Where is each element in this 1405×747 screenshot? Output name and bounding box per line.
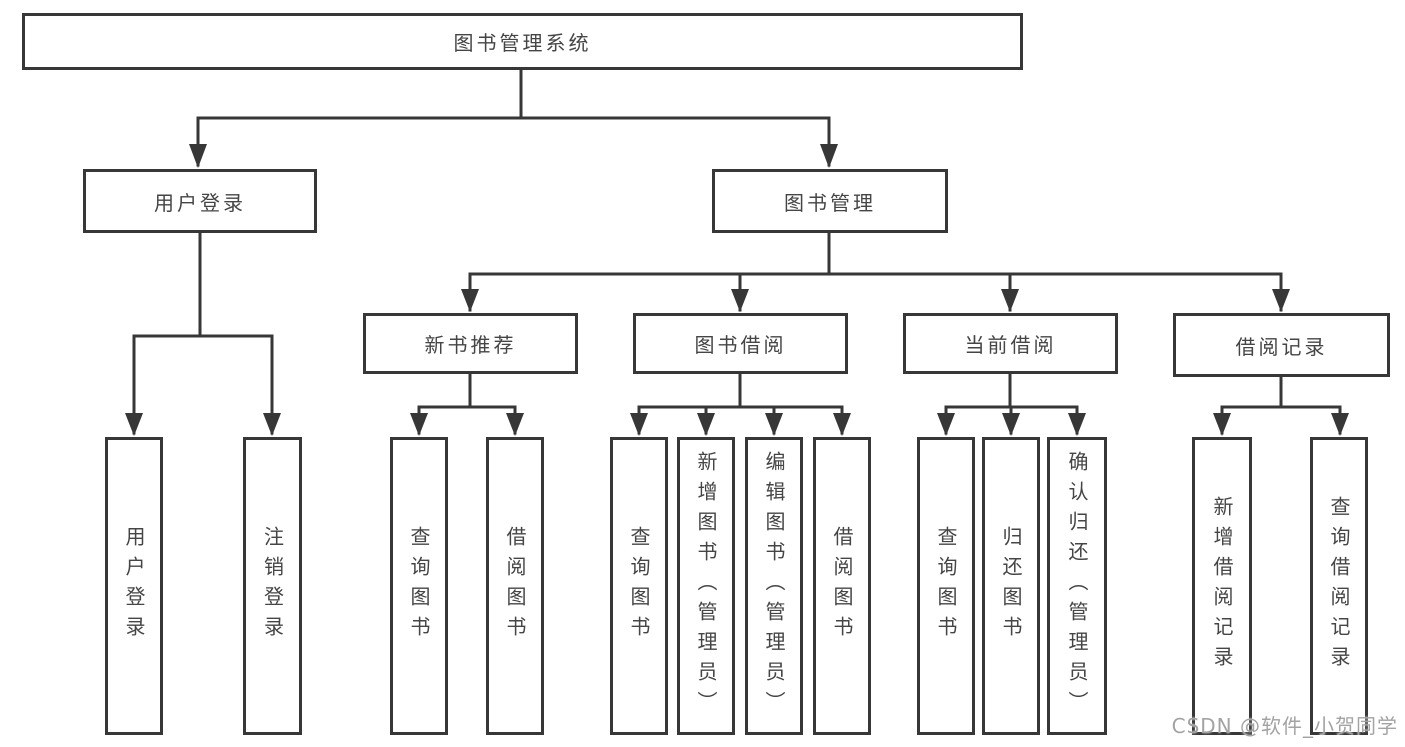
leaf-query-books-recommend: 查询图书 — [390, 437, 448, 735]
node-label: 查询借阅记录 — [1327, 496, 1351, 676]
node-book-borrow: 图书借阅 — [633, 313, 848, 374]
arrow-down-icon — [833, 413, 851, 436]
node-label: 新增借阅记录 — [1210, 496, 1234, 676]
leaf-return-books: 归还图书 — [982, 437, 1040, 735]
node-label: 新增图书（管理员） — [694, 451, 718, 721]
node-label: 新书推荐 — [424, 333, 517, 357]
leaf-query-borrow-record: 查询借阅记录 — [1310, 437, 1368, 735]
arrow-down-icon — [1002, 413, 1020, 436]
node-label: 查询图书 — [407, 526, 431, 646]
leaf-edit-book-admin: 编辑图书（管理员） — [745, 437, 803, 735]
arrow-down-icon — [125, 413, 143, 436]
node-label: 查询图书 — [627, 526, 651, 646]
leaf-logout: 注销登录 — [243, 437, 302, 735]
leaf-borrow-books-recommend: 借阅图书 — [486, 437, 544, 735]
node-label: 图书管理 — [784, 190, 876, 215]
node-label: 借阅记录 — [1235, 334, 1328, 359]
leaf-query-books-borrow: 查询图书 — [610, 437, 668, 735]
arrow-down-icon — [1331, 413, 1349, 436]
node-label: 归还图书 — [999, 526, 1023, 646]
node-label: 确认归还（管理员） — [1065, 451, 1089, 721]
node-label: 当前借阅 — [964, 333, 1057, 357]
arrow-down-icon — [1001, 289, 1019, 312]
node-book-management: 图书管理 — [712, 169, 948, 233]
node-current-borrow: 当前借阅 — [903, 313, 1118, 374]
arrowheads — [125, 144, 1349, 436]
leaf-user-login: 用户登录 — [105, 437, 163, 735]
leaf-add-borrow-record: 新增借阅记录 — [1192, 437, 1252, 735]
arrow-down-icon — [1272, 289, 1290, 312]
node-label: 用户登录 — [154, 190, 246, 215]
node-root: 图书管理系统 — [22, 13, 1023, 70]
arrow-down-icon — [1068, 413, 1086, 436]
node-label: 编辑图书（管理员） — [762, 451, 786, 721]
leaf-borrow-books: 借阅图书 — [813, 437, 871, 735]
node-label: 图书管理系统 — [453, 31, 592, 55]
arrow-down-icon — [630, 413, 648, 436]
node-label: 借阅图书 — [830, 526, 854, 646]
arrow-down-icon — [937, 413, 955, 436]
node-label: 注销登录 — [260, 526, 285, 646]
node-label: 查询图书 — [934, 526, 958, 646]
arrow-down-icon — [1213, 413, 1231, 436]
arrow-down-icon — [731, 289, 749, 312]
node-new-book-recommend: 新书推荐 — [363, 313, 578, 374]
arrow-down-icon — [697, 413, 715, 436]
arrow-down-icon — [506, 413, 524, 436]
leaf-confirm-return-admin: 确认归还（管理员） — [1047, 437, 1107, 735]
node-label: 借阅图书 — [503, 526, 527, 646]
arrow-down-icon — [410, 413, 428, 436]
node-label: 用户登录 — [122, 526, 146, 646]
node-user-login-branch: 用户登录 — [83, 169, 317, 233]
node-borrow-records: 借阅记录 — [1173, 313, 1390, 377]
leaf-query-books-current: 查询图书 — [917, 437, 975, 735]
arrow-down-icon — [820, 144, 838, 168]
arrow-down-icon — [263, 413, 281, 436]
arrow-down-icon — [461, 289, 479, 312]
node-label: 图书借阅 — [694, 333, 787, 357]
connector-paths — [132, 68, 1342, 435]
arrow-down-icon — [189, 144, 207, 168]
leaf-add-book-admin: 新增图书（管理员） — [677, 437, 735, 735]
arrow-down-icon — [765, 413, 783, 436]
